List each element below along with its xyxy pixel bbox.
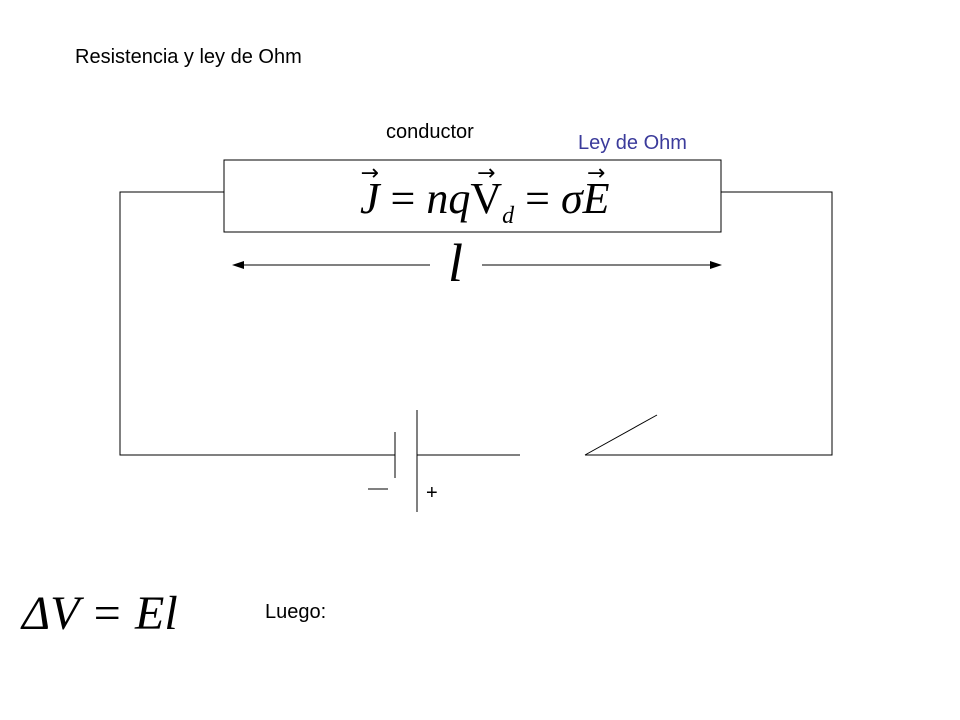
equals-sign: = [514,174,561,223]
luego-label: Luego: [265,601,327,623]
page-title: Resistencia y ley de Ohm [75,46,302,68]
vector-arrow-icon: → [586,161,606,186]
length-symbol: l [444,236,468,290]
vector-arrow-icon: → [360,161,379,186]
drift-subscript: d [502,203,515,229]
potential-difference-equation: ΔV = El [22,587,178,640]
wire-left-top [119,191,395,456]
ohm-law-label: Ley de Ohm [578,132,687,154]
conductivity-symbol: σ [560,174,583,223]
ohm-law-equation: →J = nq→Vd = σ→E [360,161,610,229]
current-density-vector: →J [360,161,380,223]
length-arrowhead-left [232,261,244,269]
drift-velocity-vector: →V [470,161,503,223]
battery-plus-sign: + [426,482,438,504]
equals-sign: = [379,174,427,223]
length-arrowhead-right [710,261,722,269]
vector-arrow-icon: → [477,161,496,186]
conductor-label: conductor [386,121,474,143]
conductor-box [223,159,722,233]
electric-field-vector: →E [582,161,610,223]
wire-right-top [585,191,833,456]
carrier-charge: q [448,174,471,223]
switch-lever [584,414,658,456]
carrier-density: n [426,174,449,223]
